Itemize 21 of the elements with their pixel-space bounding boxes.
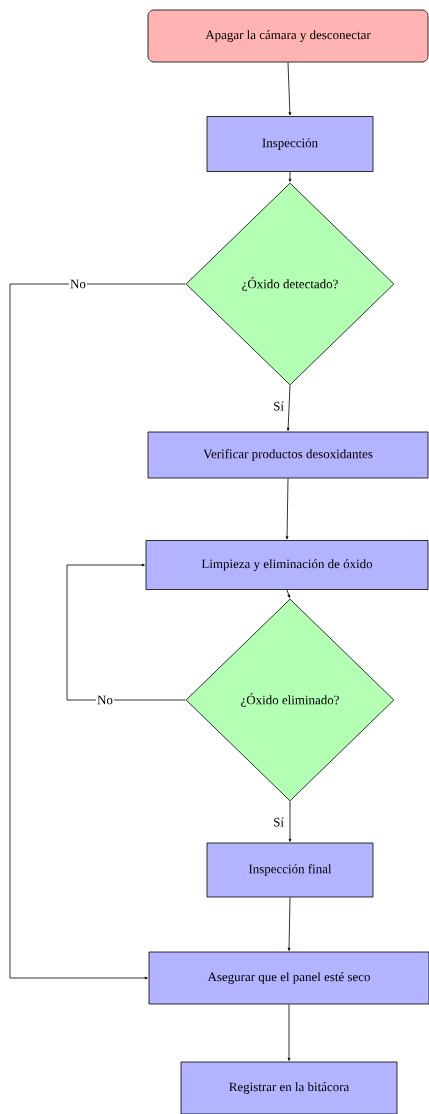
- process-box: Inspección final: [206, 842, 374, 898]
- process-box: Asegurar que el panel esté seco: [148, 951, 429, 1005]
- arrow: [287, 62, 292, 116]
- edge-label: Sí: [274, 817, 284, 827]
- process-box: Verificar productos desoxidantes: [147, 431, 429, 479]
- arrow: [286, 385, 291, 431]
- arrow: [66, 563, 186, 701]
- process-box: Limpieza y eliminación de óxido: [145, 540, 429, 590]
- edge-label: Sí: [274, 401, 284, 411]
- process-box: Registrar en la bitácora: [180, 1061, 398, 1114]
- arrow: [287, 1004, 291, 1061]
- process-box: Inspección: [206, 116, 374, 172]
- arrow: [285, 478, 289, 540]
- arrow: [288, 801, 292, 842]
- arrow: [286, 589, 291, 598]
- arrow: [287, 897, 291, 951]
- start-box: Apagar la cámara y desconectar: [147, 9, 429, 63]
- edge-label: No: [69, 278, 87, 290]
- arrow: [288, 171, 292, 182]
- arrow: [9, 283, 186, 980]
- edge-label: No: [96, 694, 114, 706]
